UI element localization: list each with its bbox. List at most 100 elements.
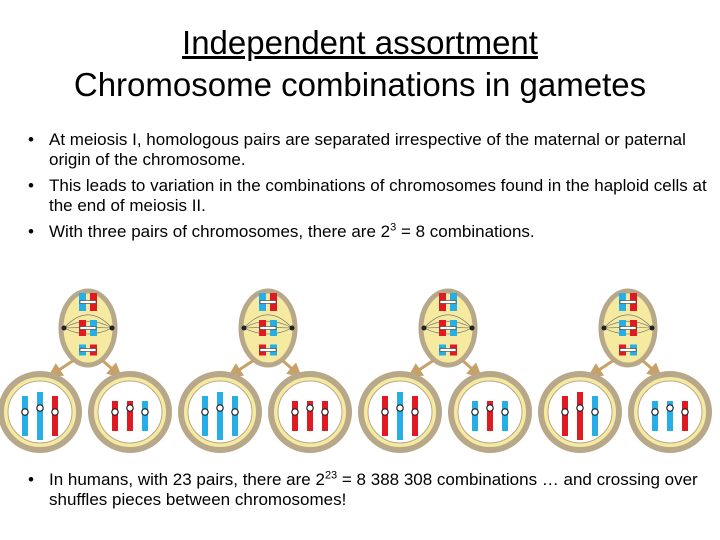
centromere xyxy=(439,326,457,330)
chromosome xyxy=(22,396,28,436)
centromere xyxy=(439,348,457,352)
spindle-fiber xyxy=(243,320,293,329)
centromere xyxy=(651,408,659,416)
chromosome xyxy=(487,401,493,431)
centromere xyxy=(619,300,637,304)
centromere xyxy=(591,408,599,416)
bottom-bullet-list: In humans, with 23 pairs, there are 223 … xyxy=(28,470,713,510)
spindle-fiber xyxy=(423,314,473,329)
centriole xyxy=(289,325,295,331)
centromere xyxy=(111,408,119,416)
chromosome xyxy=(577,392,583,440)
chromosome xyxy=(412,396,418,436)
chromosome xyxy=(127,401,133,431)
chromosome xyxy=(502,401,508,431)
slide-title: Independent assortment Chromosome combin… xyxy=(0,22,720,106)
bullet-text: This leads to variation in the combinati… xyxy=(49,176,707,215)
centromere xyxy=(79,348,97,352)
division-group xyxy=(178,288,352,453)
centriole xyxy=(109,325,115,331)
centromere xyxy=(259,348,277,352)
spindle-fiber xyxy=(63,320,113,329)
spindle-fibers xyxy=(243,314,293,335)
chromosome xyxy=(292,401,298,431)
bullet-item: This leads to variation in the combinati… xyxy=(28,176,710,216)
bullet-text: = 8 combinations. xyxy=(396,222,535,241)
chromosome xyxy=(472,401,478,431)
centromere xyxy=(259,326,277,330)
centromere xyxy=(21,408,29,416)
bullet-item: At meiosis I, homologous pairs are separ… xyxy=(28,130,710,170)
centromere xyxy=(36,404,44,412)
centriole xyxy=(61,325,67,331)
chromosome xyxy=(142,401,148,431)
chromosome xyxy=(667,401,673,431)
chromosome xyxy=(682,401,688,431)
exponent: 3 xyxy=(390,221,397,234)
centromere xyxy=(381,408,389,416)
bullet-item: In humans, with 23 pairs, there are 223 … xyxy=(28,470,713,510)
centromere xyxy=(259,300,277,304)
spindle-fiber xyxy=(603,320,653,329)
centromere xyxy=(576,404,584,412)
chromosome xyxy=(562,396,568,436)
centriole xyxy=(601,325,607,331)
chromosome xyxy=(652,401,658,431)
centromere xyxy=(306,404,314,412)
spindle-fiber xyxy=(63,314,113,329)
centromere xyxy=(126,404,134,412)
chromosome xyxy=(382,396,388,436)
spindle-fiber xyxy=(423,320,473,329)
spindle-fibers xyxy=(603,314,653,335)
centriole xyxy=(649,325,655,331)
spindle-fiber xyxy=(603,327,653,335)
centromere xyxy=(79,300,97,304)
centromere xyxy=(561,408,569,416)
centromere xyxy=(201,408,209,416)
title-line-1: Independent assortment xyxy=(182,24,538,61)
spindle-fiber xyxy=(63,327,113,335)
centromere xyxy=(619,326,637,330)
spindle-fiber xyxy=(423,327,473,335)
exponent: 23 xyxy=(324,469,338,482)
spindle-fiber xyxy=(243,314,293,329)
chromosome xyxy=(112,401,118,431)
centriole xyxy=(241,325,247,331)
spindle-fiber xyxy=(243,327,293,335)
centromere xyxy=(501,408,509,416)
division-group xyxy=(538,288,712,453)
division-group xyxy=(358,288,532,453)
centriole xyxy=(469,325,475,331)
spindle-fiber xyxy=(603,314,653,329)
chromosome xyxy=(52,396,58,436)
centriole xyxy=(421,325,427,331)
chromosome xyxy=(322,401,328,431)
centromere xyxy=(231,408,239,416)
bullet-text: With three pairs of chromosomes, there a… xyxy=(49,222,391,241)
chromosome xyxy=(217,392,223,440)
bullet-item: With three pairs of chromosomes, there a… xyxy=(28,222,710,242)
centromere xyxy=(79,326,97,330)
division-group xyxy=(0,288,172,453)
title-line-2: Chromosome combinations in gametes xyxy=(73,66,647,103)
chromosome xyxy=(397,392,403,440)
bullet-text: = 8 388 308 combinations … and crossing … xyxy=(49,470,698,509)
centromere xyxy=(681,408,689,416)
centromere xyxy=(321,408,329,416)
bullet-text: In humans, with 23 pairs, there are 2 xyxy=(49,470,325,489)
centromere xyxy=(291,408,299,416)
centromere xyxy=(439,300,457,304)
centromere xyxy=(411,408,419,416)
centromere xyxy=(216,404,224,412)
centromere xyxy=(471,408,479,416)
bullet-text: At meiosis I, homologous pairs are separ… xyxy=(49,130,686,169)
centromere xyxy=(619,348,637,352)
chromosome xyxy=(202,396,208,436)
chromosome xyxy=(232,396,238,436)
bullet-list: At meiosis I, homologous pairs are separ… xyxy=(28,130,710,248)
chromosome xyxy=(592,396,598,436)
chromosome xyxy=(307,401,313,431)
centromere xyxy=(666,404,674,412)
chromosome xyxy=(37,392,43,440)
centromere xyxy=(396,404,404,412)
